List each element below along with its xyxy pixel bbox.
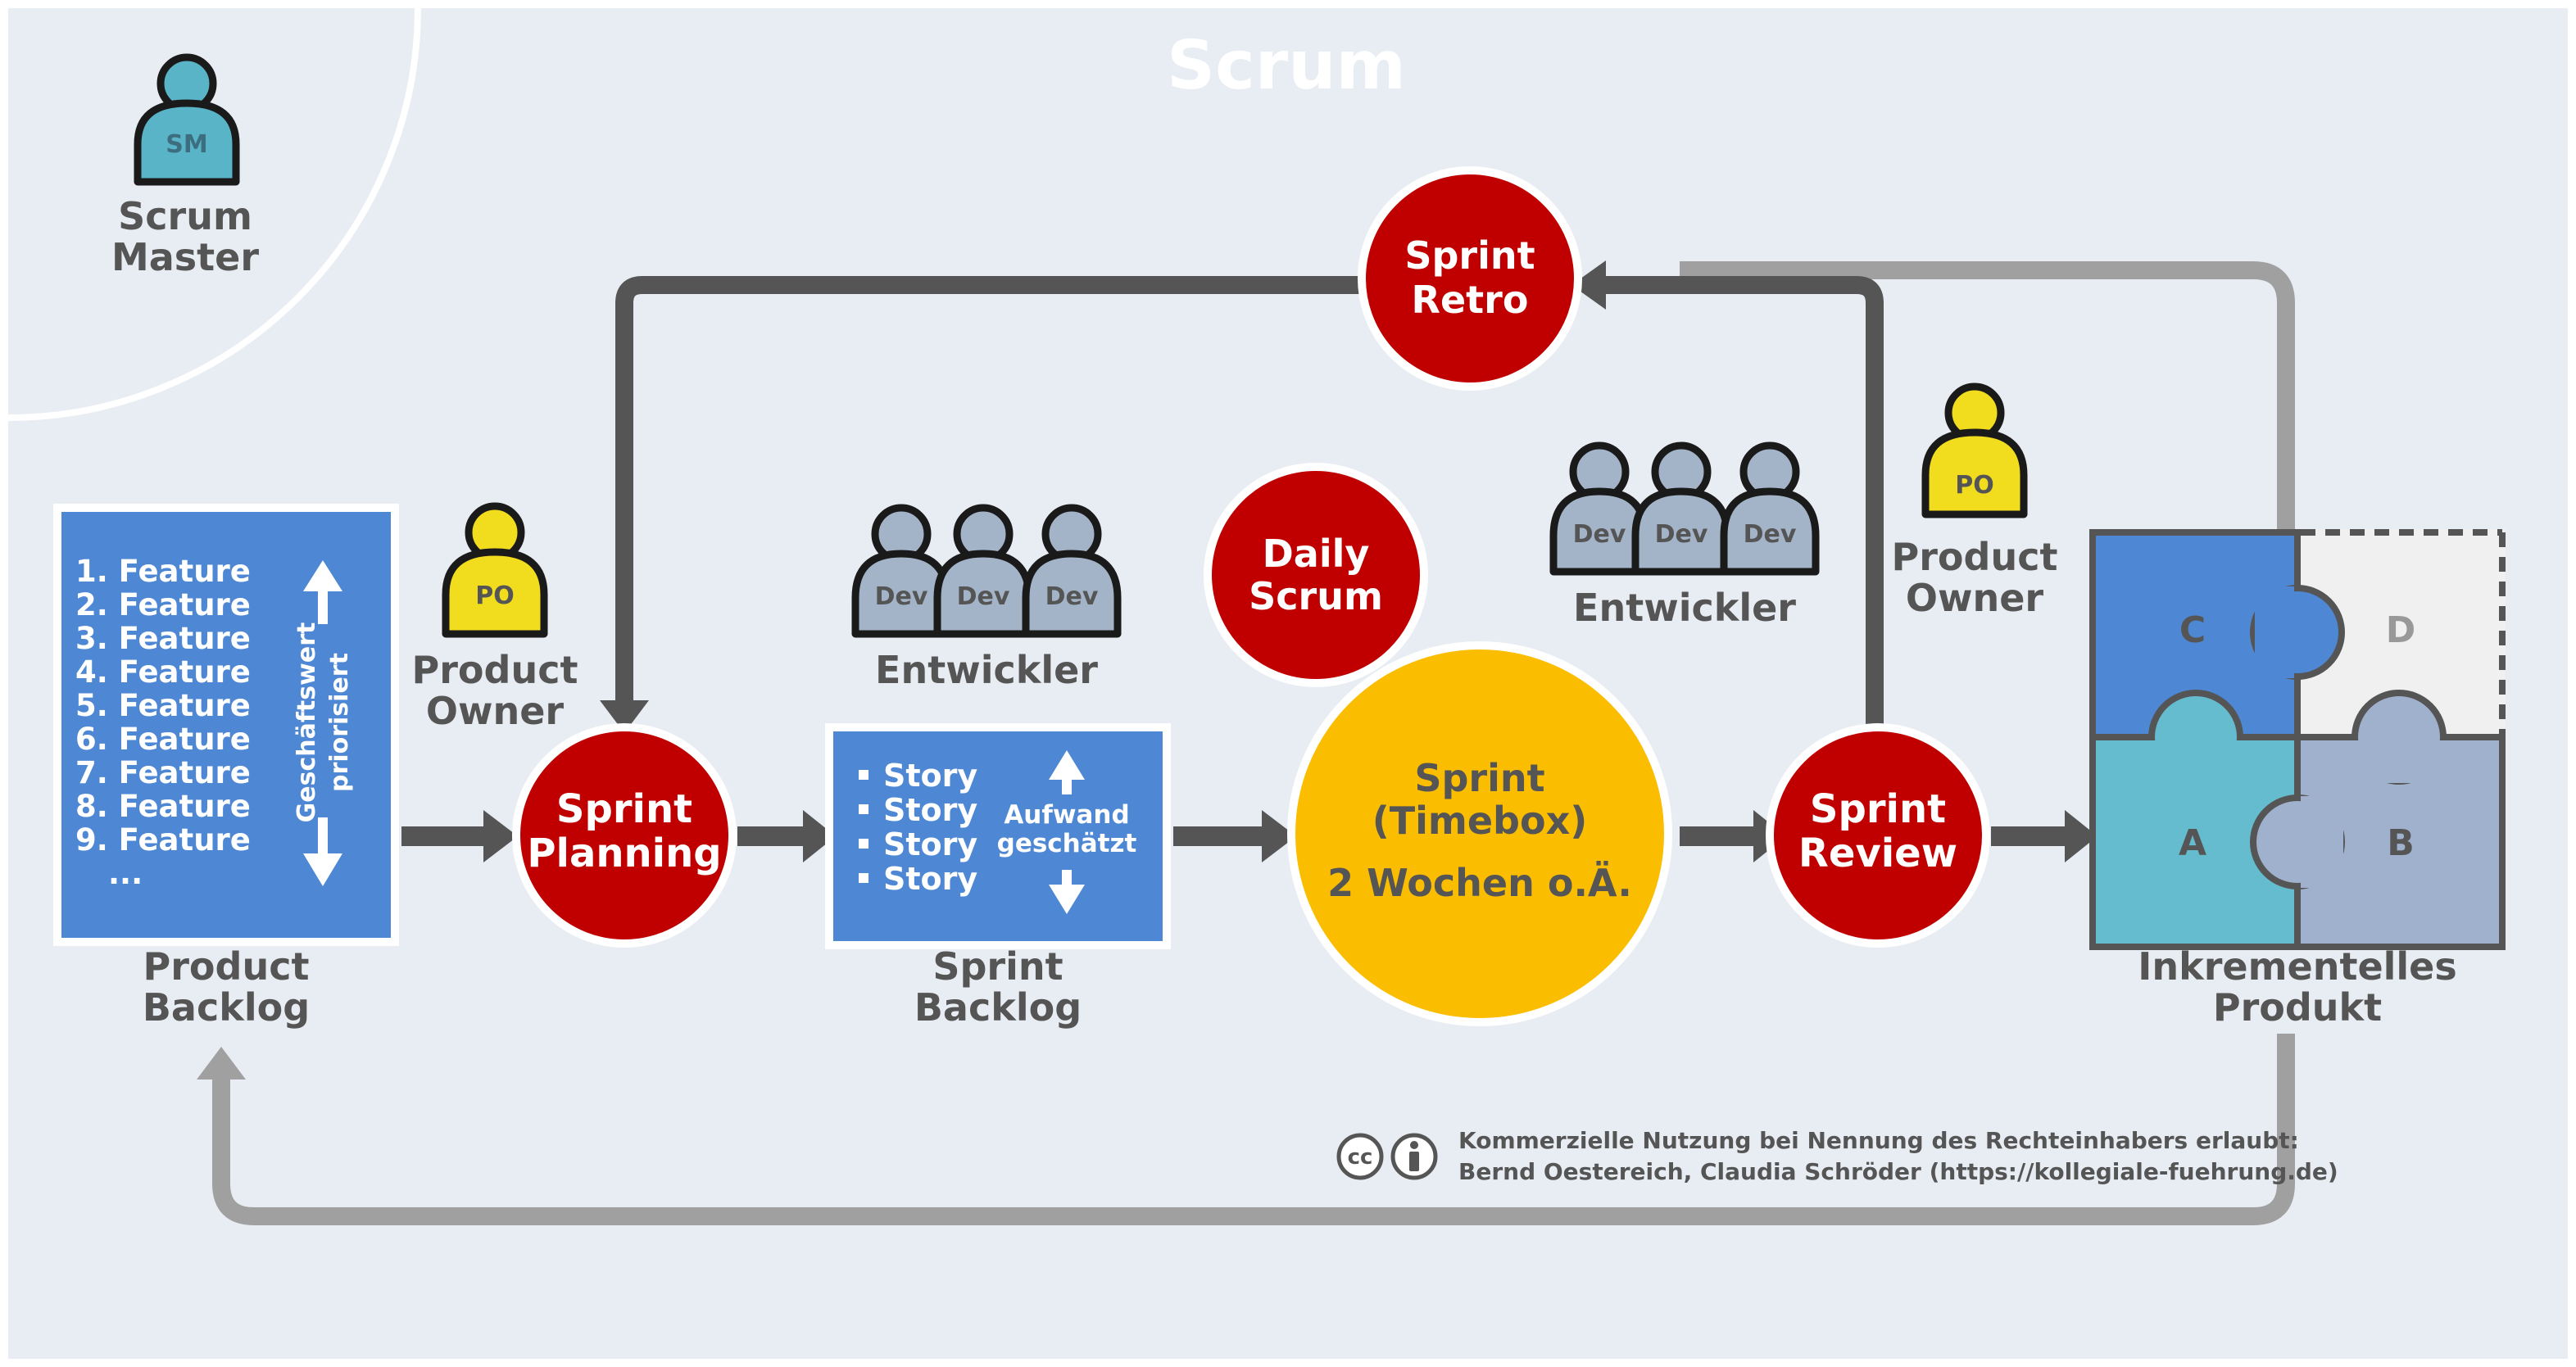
daily-scrum-label-2: Scrum [1249,574,1383,618]
puzzle-label-c: C [2179,609,2206,651]
product-backlog-label-1: Product [143,944,310,989]
product-backlog-side-label-2: priorisiert [325,653,354,792]
cc-icon: cc [1336,1133,1384,1180]
increment-puzzle [2089,529,2506,950]
product-backlog-item: 6. Feature [75,722,251,757]
puzzle-tab-b-top-cover [2352,740,2447,783]
scrum-master-label-2: Master [111,235,259,279]
puzzle-tab-c-cover [2255,586,2294,678]
puzzle-frame [2089,529,2506,950]
puzzle-label-b: B [2387,822,2415,864]
developer-badge: Dev [1744,520,1797,549]
product-backlog-item: 1. Feature [75,554,251,589]
developer-badge: Dev [875,582,928,611]
product-owner-label-1: Product [412,648,578,692]
license-line-2: Bernd Oestereich, Claudia Schröder (http… [1458,1158,2338,1185]
sprint-timebox-label-1: Sprint [1414,756,1544,800]
developers-group: Dev Dev Dev [851,504,1122,638]
attribution-icon [1390,1133,1438,1180]
increment-to-retro-arrow [1680,261,2295,536]
product-owner-label-2: Owner [426,689,565,733]
product-backlog-box [53,504,399,946]
sprint-backlog-label-1: Sprint [932,944,1063,989]
developer-figure: Dev [1022,504,1122,638]
sprint-review-label-1: Sprint [1810,786,1946,832]
product-backlog-item: 4. Feature [75,654,251,690]
sprint-backlog-item: Story [883,758,977,794]
developers-group: Dev Dev Dev [1549,441,1820,576]
product-backlog-item: 7. Feature [75,755,251,790]
sprint-planning-label-1: Sprint [556,786,692,832]
backlog-return-arrowhead [197,1047,246,1080]
developer-badge: Dev [1045,582,1099,611]
product-backlog-item: 3. Feature [75,621,251,656]
daily-scrum-label-1: Daily [1263,532,1370,576]
priority-arrow-icon [303,560,342,886]
puzzle-tab-b-cover [2301,796,2343,888]
sprint-timebox-duration: 2 Wochen o.Ä. [1327,861,1632,905]
developers-label: Entwickler [1573,586,1796,630]
puzzle-label-d: D [2386,609,2416,651]
increment-label-2: Produkt [2213,985,2382,1030]
product-backlog-item: ... [108,856,143,891]
scrum-master-badge: SM [166,130,207,159]
flow-arrows [401,810,2098,862]
sprint-retro-label-1: Sprint [1404,233,1535,278]
effort-arrow-icon [1049,750,1085,914]
product-owner-label-2: Owner [1906,576,2044,620]
planning-arrowhead [600,700,649,733]
product-backlog-items: 1. Feature 2. Feature 3. Feature 4. Feat… [75,554,251,891]
sprint-backlog-side-label-2: geschätzt [997,829,1137,858]
review-to-retro-arrow [1606,276,1884,725]
developer-figure: Dev [1549,441,1649,576]
sprint-planning-label-2: Planning [527,831,721,876]
diagram-title: Scrum [1167,27,1406,105]
developers-label: Entwickler [875,648,1098,692]
product-owner-badge: PO [1955,471,1994,500]
sprint-retro-circle [1358,166,1582,391]
increment-label-1: Inkrementelles [2138,944,2457,989]
sprint-backlog-item: Story [883,861,977,897]
sprint-backlog-side-label-1: Aufwand [1004,800,1129,830]
sprint-timebox-circle [1287,641,1672,1026]
product-backlog-item: 5. Feature [75,688,251,723]
sprint-backlog-item: Story [883,826,977,862]
product-owner-label-1: Product [1892,535,2058,579]
developer-badge: Dev [957,582,1010,611]
sprint-backlog-box [825,723,1171,949]
developer-figure: Dev [1720,441,1820,576]
product-backlog-item: 9. Feature [75,822,251,858]
sprint-backlog-bullets [859,770,868,883]
product-backlog-item: 2. Feature [75,587,251,622]
sprint-timebox-label-2: (Timebox) [1372,799,1588,843]
retro-to-planning-arrow [615,276,1368,700]
puzzle-label-a: A [2179,822,2206,864]
developer-badge: Dev [1573,520,1626,549]
sprint-planning-circle [512,723,737,948]
sprint-retro-label-2: Retro [1412,278,1529,322]
product-backlog-label-2: Backlog [143,985,310,1030]
license-line-1: Kommerzielle Nutzung bei Nennung des Rec… [1458,1127,2299,1154]
sprint-backlog-label-2: Backlog [914,985,1082,1030]
scrum-master-label-1: Scrum [118,194,252,238]
product-backlog-side-label-1: Geschäftswert [293,622,321,823]
daily-scrum-circle [1204,463,1428,687]
product-owner-figure: PO [1921,382,2028,518]
sprint-backlog-item: Story [883,792,977,828]
product-backlog-item: 8. Feature [75,789,251,824]
product-owner-figure: PO [442,502,548,638]
product-owner-badge: PO [475,582,515,610]
puzzle-tab-a-cover [2148,740,2243,790]
retro-arrowhead [1571,260,1606,310]
scrum-master-figure: SM [134,53,240,186]
increment-to-backlog-arrow [212,1034,2295,1225]
cc-symbol: cc [1348,1145,1373,1170]
developer-figure: Dev [851,504,951,638]
developer-badge: Dev [1655,520,1708,549]
sprint-review-label-2: Review [1798,831,1957,876]
sprint-review-circle [1766,723,1990,948]
